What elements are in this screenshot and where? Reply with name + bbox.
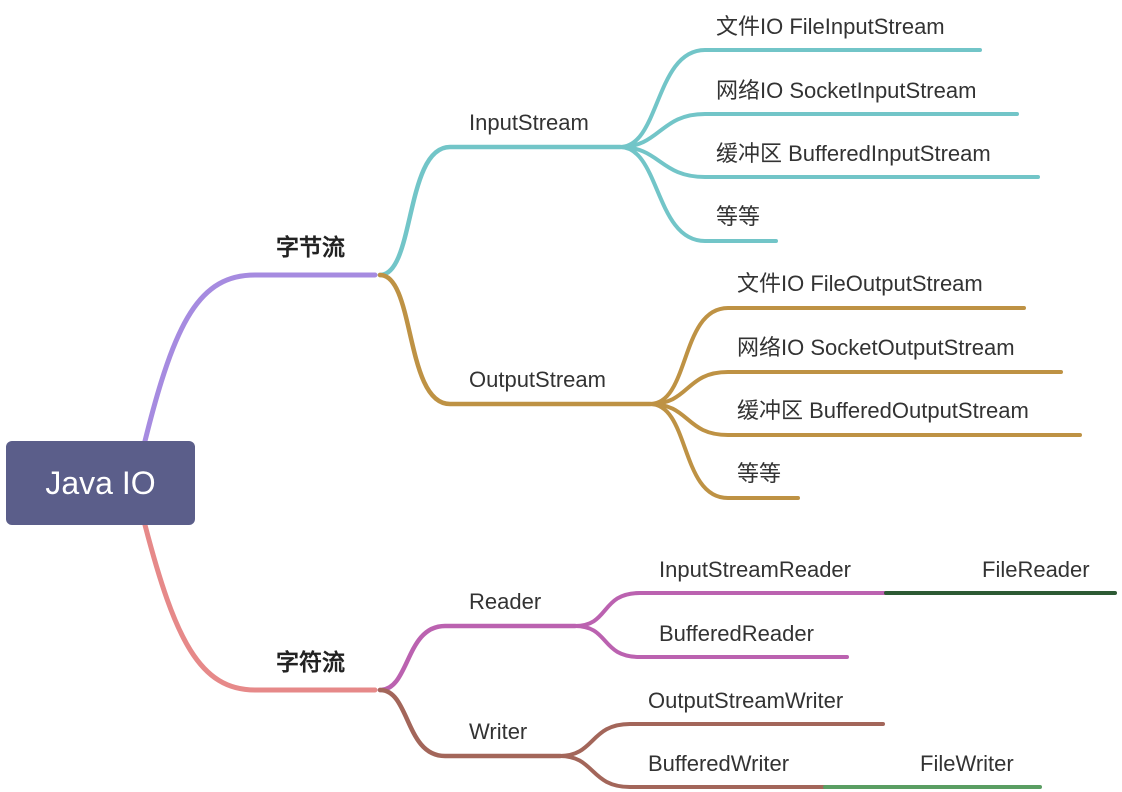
branch-output-stream-writer: [558, 722, 885, 758]
file-input-stream-label[interactable]: 文件IO FileInputStream: [716, 14, 945, 39]
socket-output-stream-label[interactable]: 网络IO SocketOutputStream: [737, 335, 1015, 360]
branch-buffered-writer: [558, 754, 827, 789]
input-stream-label[interactable]: InputStream: [469, 110, 589, 135]
input-stream-reader-label[interactable]: InputStreamReader: [659, 557, 851, 582]
branch-writer: [377, 687, 563, 759]
writer-label[interactable]: Writer: [469, 719, 528, 744]
buffered-reader-label[interactable]: BufferedReader: [659, 621, 814, 646]
input-etc-label[interactable]: 等等: [716, 204, 761, 229]
branch-input-stream-reader: [573, 591, 888, 628]
root-label: Java IO: [45, 464, 156, 501]
branch-buffered-reader: [573, 624, 849, 659]
char-stream-label[interactable]: 字符流: [276, 649, 345, 675]
branch-socket-output-stream: [648, 370, 1063, 406]
output-etc-label[interactable]: 等等: [737, 461, 782, 486]
branch-file-output-stream: [648, 306, 1026, 406]
branch-input-etc: [618, 145, 778, 243]
branch-buffered-input-stream: [618, 145, 1040, 179]
branch-buffered-output-stream: [648, 402, 1082, 437]
buffered-output-stream-label[interactable]: 缓冲区 BufferedOutputStream: [737, 398, 1029, 423]
file-output-stream-label[interactable]: 文件IO FileOutputStream: [737, 271, 983, 296]
root-node[interactable]: Java IO: [6, 441, 195, 525]
branch-char-stream: [142, 522, 378, 693]
buffered-writer-label[interactable]: BufferedWriter: [648, 751, 790, 776]
byte-stream-label[interactable]: 字节流: [276, 234, 345, 260]
branch-input-stream: [377, 144, 623, 278]
reader-label[interactable]: Reader: [469, 589, 542, 614]
branch-socket-input-stream: [618, 112, 1019, 149]
output-stream-writer-label[interactable]: OutputStreamWriter: [648, 688, 844, 713]
buffered-input-stream-label[interactable]: 缓冲区 BufferedInputStream: [716, 141, 991, 166]
branch-output-stream: [377, 272, 653, 407]
branch-output-etc: [648, 402, 800, 500]
output-stream-label[interactable]: OutputStream: [469, 367, 606, 392]
file-writer-label[interactable]: FileWriter: [920, 751, 1014, 776]
branch-byte-stream: [142, 272, 378, 444]
socket-input-stream-label[interactable]: 网络IO SocketInputStream: [716, 78, 977, 103]
branch-reader: [377, 623, 578, 693]
file-reader-label[interactable]: FileReader: [982, 557, 1090, 582]
branch-file-input-stream: [618, 48, 982, 149]
